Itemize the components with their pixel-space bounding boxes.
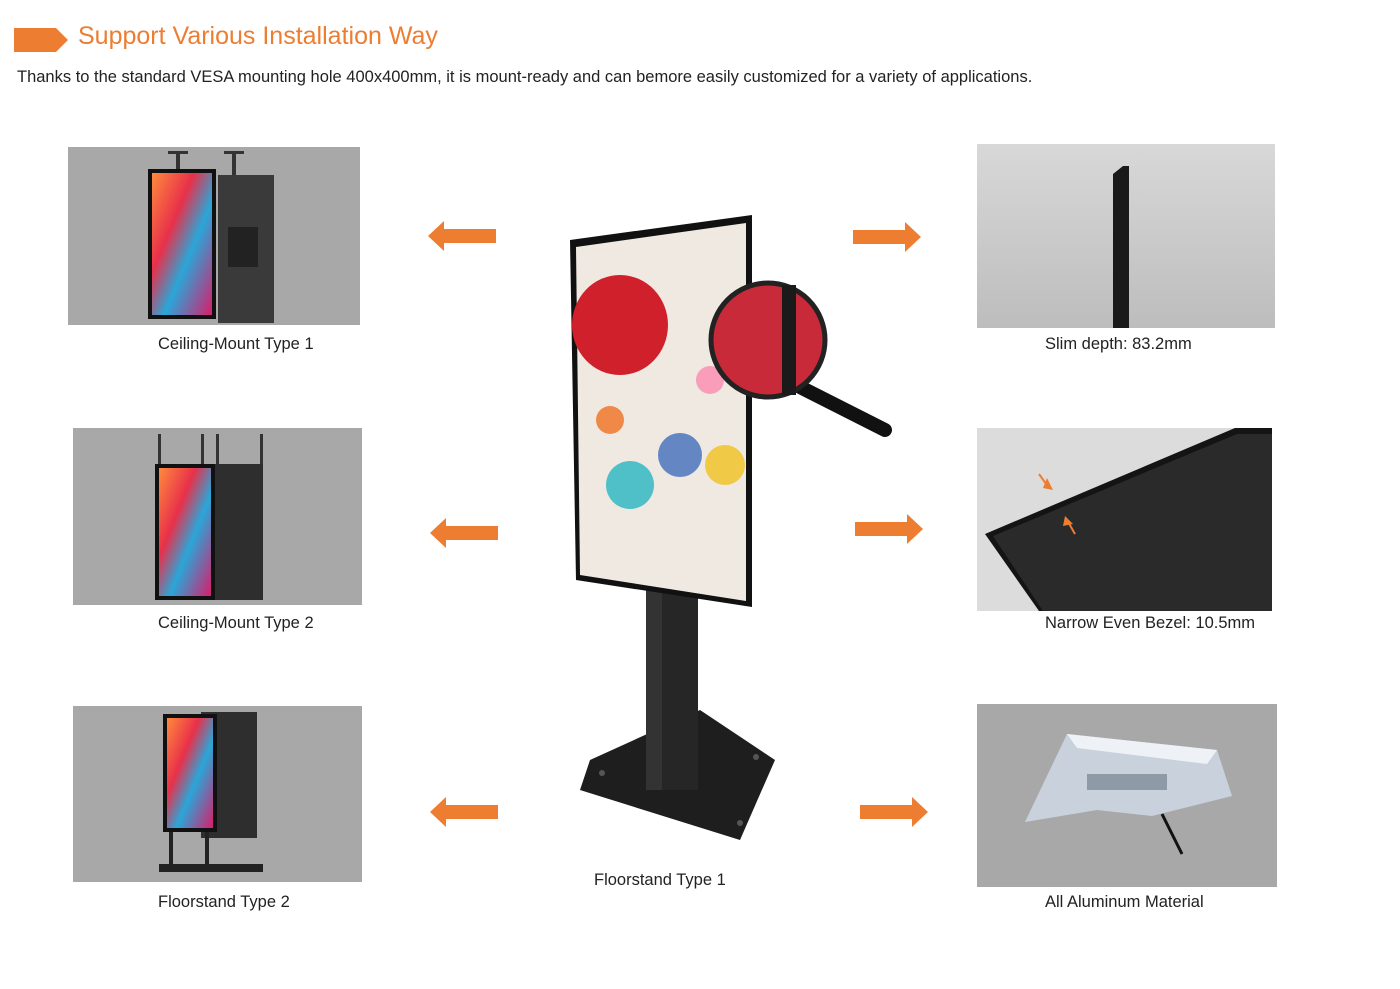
arrow-left-icon	[430, 518, 498, 548]
slim-depth-image	[977, 144, 1275, 328]
arrow-right-icon	[853, 222, 921, 252]
page-title: Support Various Installation Way	[78, 22, 438, 50]
page-description: Thanks to the standard VESA mounting hol…	[17, 68, 1033, 86]
arrow-left-icon	[430, 797, 498, 827]
ceiling-mount-type-2-image	[73, 428, 362, 605]
arrow-left-icon	[428, 221, 496, 251]
caption-floorstand-type-2: Floorstand Type 2	[158, 893, 290, 911]
caption-slim-depth: Slim depth: 83.2mm	[1045, 335, 1192, 353]
caption-aluminum-material: All Aluminum Material	[1045, 893, 1204, 911]
arrow-right-icon	[860, 797, 928, 827]
section-marker-icon	[14, 28, 68, 52]
floorstand-type-2-image	[73, 706, 362, 882]
aluminum-material-image	[977, 704, 1277, 887]
caption-floorstand-type-1: Floorstand Type 1	[594, 871, 726, 889]
ceiling-mount-type-1-image	[68, 147, 360, 325]
caption-ceiling-mount-type-2: Ceiling-Mount Type 2	[158, 614, 314, 632]
arrow-right-icon	[855, 514, 923, 544]
floorstand-type-1-image	[570, 215, 892, 840]
caption-ceiling-mount-type-1: Ceiling-Mount Type 1	[158, 335, 314, 353]
narrow-bezel-image	[977, 428, 1272, 611]
caption-narrow-bezel: Narrow Even Bezel: 10.5mm	[1045, 614, 1255, 632]
